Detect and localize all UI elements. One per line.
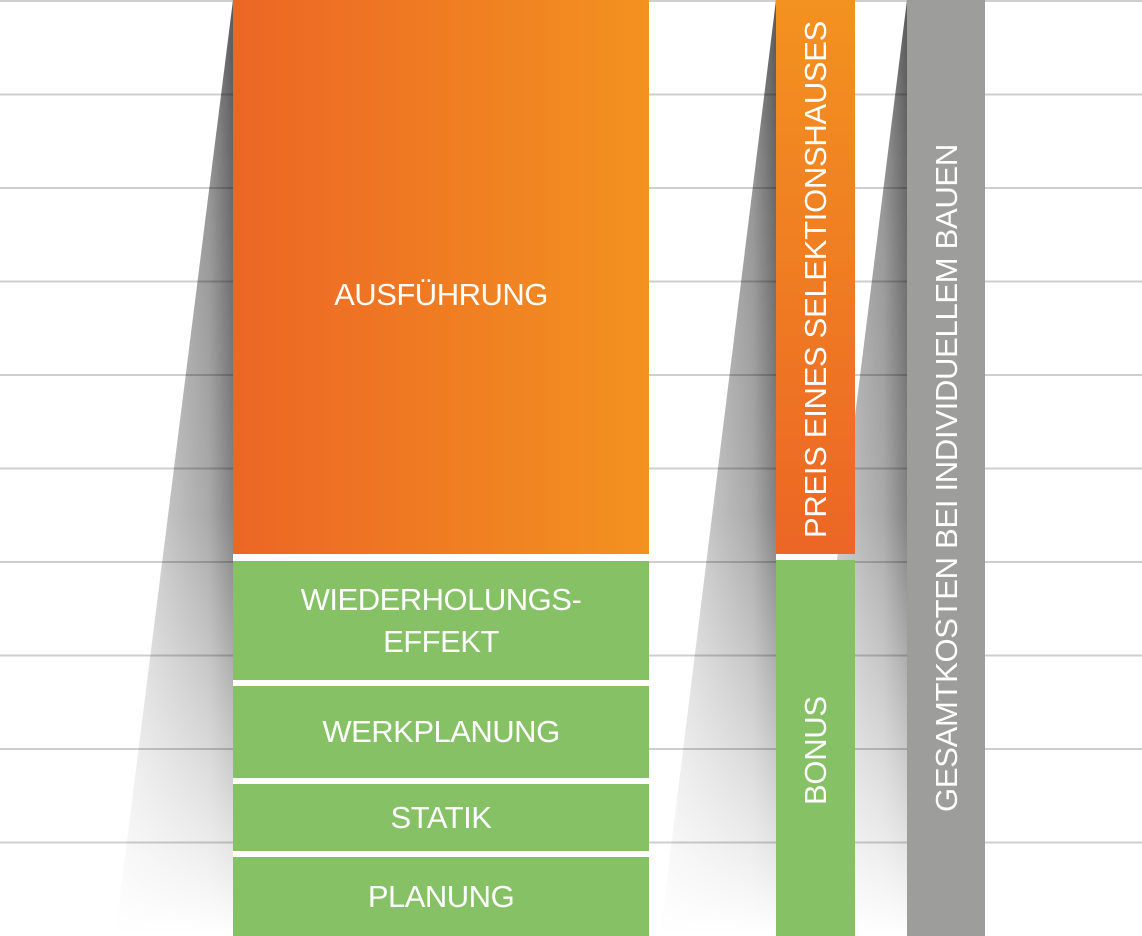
selection-price-label: PREIS EINES SELEKTIONSHAUSES [798, 20, 833, 538]
execution-label: AUSFÜHRUNG [334, 277, 548, 312]
planning-label: PLANUNG [367, 878, 515, 914]
bonus-label: BONUS [798, 696, 833, 805]
statics-label: STATIK [390, 799, 492, 835]
main-bar-shadow [115, 0, 233, 936]
selection-bar-shadow [660, 0, 776, 936]
repetition-effect-segment [233, 561, 649, 680]
work-planning-label: WERKPLANUNG [322, 714, 560, 749]
statics-segment [233, 784, 649, 851]
work-planning-segment [233, 686, 649, 778]
total-cost-label: GESAMTKOSTEN BEI INDIVIDUELLEM BAUEN [929, 144, 964, 812]
bonus-segment [776, 560, 855, 936]
planning-segment [233, 857, 649, 936]
selection-price-segment [776, 0, 855, 554]
repetition-effect-label: WIEDERHOLUNGS- EFFEKT [300, 581, 582, 659]
total-cost-bar [907, 0, 985, 936]
execution-segment [233, 0, 649, 554]
